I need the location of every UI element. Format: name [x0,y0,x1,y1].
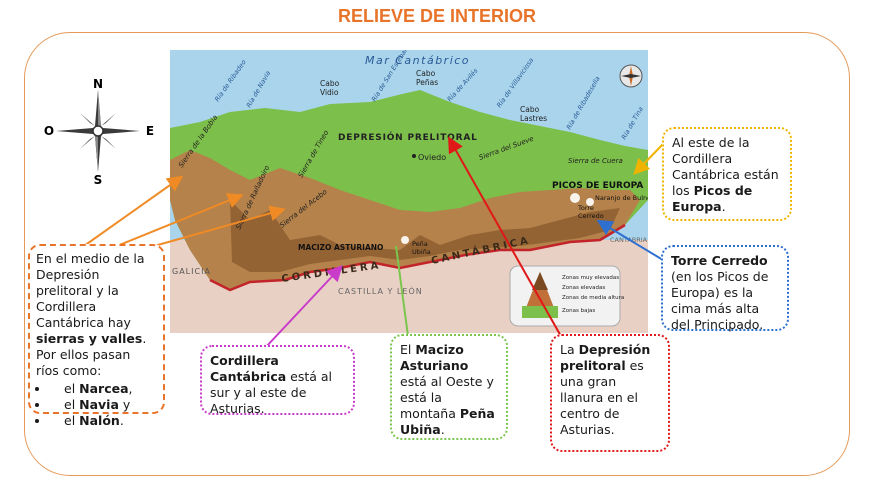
label-ubina-line1: Peña [412,240,428,248]
legend-medium: Zonas de media altura [562,295,624,301]
note-torre-cerredo: Torre Cerredo (en los Picos de Europa) e… [661,245,789,332]
cerredo-bold: Torre Cerredo [671,253,768,268]
compass-north: N [93,77,103,91]
map-compass-icon [619,64,643,88]
compass-south: S [94,173,103,186]
picos-intro: Al este de la Cordillera Cantábrica está… [672,135,779,198]
label-castilla: CASTILLA Y LEÓN [338,285,423,296]
note-cordillera-cantabrica: Cordillera Cantábrica está al sur y al e… [200,345,355,416]
picos-bold: Picos de Europa [672,183,753,214]
cabo-vidio-line2: Vidio [320,88,339,97]
river-item: el Navia y [50,397,157,413]
depresion-text: es una gran llanura en el centro de Astu… [560,358,644,437]
legend-very-high: Zonas muy elevadas [562,275,619,281]
macizo-mid: está al Oeste y está la montaña [400,374,494,421]
cordillera-text: está al sur y al este de Asturias. [210,369,333,416]
legend-high: Zonas elevadas [562,285,605,291]
label-macizo: MACIZO ASTURIANO [298,243,383,252]
cabo-penas-line2: Peñas [416,78,438,87]
river-item: el Nalón. [50,413,157,429]
cordillera-bold: Cordillera Cantábrica [210,353,287,384]
map-legend: Zonas muy elevadas Zonas elevadas Zonas … [509,265,624,327]
label-depresion: DEPRESIÓN PRELITORAL [338,131,478,143]
depresion-pre: La [560,342,579,357]
macizo-bold1: Macizo Asturiano [400,342,469,373]
compass-rose: N S E O [44,77,154,186]
note-sierras-valles: En el medio de la Depresión prelitoral y… [28,244,165,428]
note-depresion-prelitoral: La Depresión prelitoral es una gran llan… [550,334,670,452]
compass-west: O [44,124,54,138]
cabo-penas-line1: Cabo [416,69,436,78]
macizo-post: . [440,422,445,437]
page-title: RELIEVE DE INTERIOR [337,6,537,26]
label-ubina-line2: Ubiña [412,248,431,256]
outer-frame [24,32,850,476]
valleys-outro: . Por ellos pasan ríos como: [36,331,147,378]
sierra-cuera: Sierra de Cuera [568,157,623,165]
valleys-bold: sierras y valles [36,331,143,346]
note-macizo-asturiano: El Macizo Asturiano está al Oeste y está… [390,334,508,440]
cabo-lastres-line1: Cabo [520,105,540,114]
compass-east: E [146,124,154,138]
label-cantabria: CANTABRIA [610,236,648,244]
map-sea-label: Mar Cantábrico [365,54,470,67]
rivers-list: el Narcea, el Navia y el Nalón. [36,381,157,429]
label-picos: PICOS DE EUROPA [552,181,643,191]
valleys-intro: En el medio de la Depresión prelitoral y… [36,251,145,330]
label-oviedo: Oviedo [418,153,446,162]
legend-low: Zonas bajas [562,308,595,314]
compass-star-icon [56,90,140,172]
river-item: el Narcea, [50,381,157,397]
label-naranjo: Naranjo de Bulnes [595,194,648,202]
macizo-bold2: Peña Ubiña [400,406,495,437]
cerredo-text: (en los Picos de Europa) es la cima más … [671,269,769,332]
map-high-peaks [230,200,620,272]
label-galicia: GALICIA [172,267,211,276]
picos-outro: . [721,199,726,214]
depresion-bold: Depresión prelitoral [560,342,651,373]
cabo-vidio-line1: Cabo [320,79,340,88]
macizo-pre: El [400,342,416,357]
label-torre-line2: Cerredo [578,212,604,220]
note-picos-de-europa: Al este de la Cordillera Cantábrica está… [662,127,792,221]
cabo-lastres-line2: Lastres [520,114,547,123]
label-torre-line1: Torre [577,204,594,212]
relief-map: Mar Cantábrico Cabo Vidio Cabo Peñas Cab… [170,50,648,333]
